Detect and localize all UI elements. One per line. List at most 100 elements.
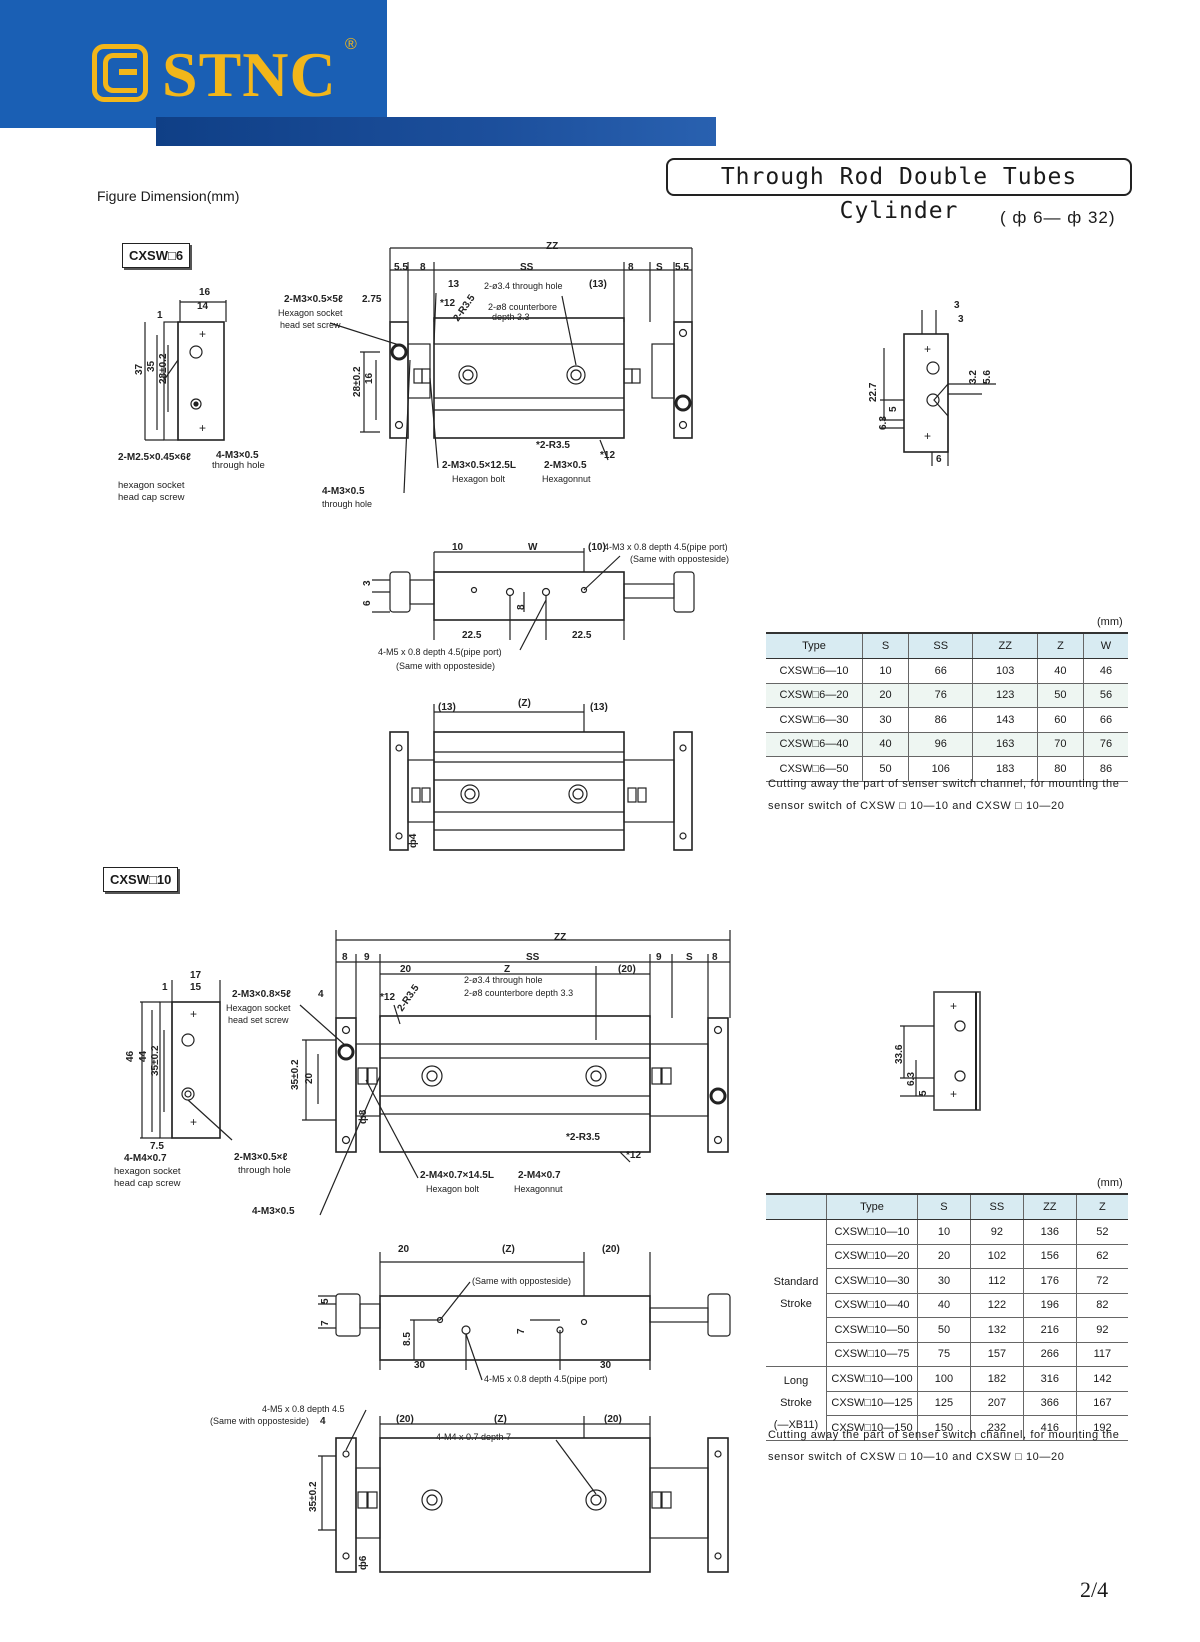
svg-text:5.5: 5.5 [394,262,408,273]
svg-text:Hexagon bolt: Hexagon bolt [452,474,506,484]
svg-text:4-M5 x 0.8 depth 4.5: 4-M5 x 0.8 depth 4.5 [262,1404,345,1414]
svg-text:(20): (20) [396,1414,414,1425]
svg-text:(Same with opposteside): (Same with opposteside) [472,1276,571,1286]
svg-text:4: 4 [320,1416,326,1427]
col-zz: ZZ [972,632,1038,659]
svg-text:28±0.2: 28±0.2 [352,366,363,397]
svg-text:20: 20 [398,1244,410,1255]
col-w: W [1082,632,1128,659]
svg-text:4-M3 x 0.8 depth 4.5(pipe port: 4-M3 x 0.8 depth 4.5(pipe port) [604,542,728,552]
svg-text:(20): (20) [604,1414,622,1425]
svg-text:SS: SS [520,262,534,273]
svg-text:4-M4×0.7: 4-M4×0.7 [124,1153,167,1164]
cxsw10-top-view [299,930,731,1216]
page-number: 2/4 [1080,1577,1109,1602]
svg-text:2-R3.5: 2-R3.5 [395,982,421,1013]
cxsw10-bottom-view [318,1409,729,1573]
svg-text:2-M4×0.7: 2-M4×0.7 [518,1170,561,1181]
svg-text:20: 20 [304,1072,315,1084]
svg-text:28±0.2: 28±0.2 [158,353,169,384]
svg-text:Hexagonnut: Hexagonnut [542,474,591,484]
svg-text:35±0.2: 35±0.2 [290,1059,301,1090]
svg-text:6: 6 [362,600,373,606]
svg-text:(20): (20) [602,1244,620,1255]
registered-mark: ® [345,36,357,53]
svg-text:S: S [656,262,663,273]
model-label-cxsw10: CXSW□10 [103,867,179,892]
svg-text:17: 17 [190,970,202,981]
svg-text:4: 4 [318,989,324,1000]
cxsw10-end-view: ++ [900,991,981,1111]
svg-text:(13): (13) [589,279,607,290]
svg-text:8: 8 [420,262,426,273]
svg-text:4-M5 x 0.8 depth 4.5(pipe port: 4-M5 x 0.8 depth 4.5(pipe port) [484,1374,608,1384]
col-type: Type [826,1193,918,1220]
cxsw6-front-view [372,548,695,651]
table2-unit: (mm) [1097,1177,1123,1189]
svg-text:3: 3 [958,314,964,325]
svg-text:35: 35 [146,360,157,372]
svg-text:Hexagon bolt: Hexagon bolt [426,1184,480,1194]
svg-text:*2-R3.5: *2-R3.5 [536,440,570,451]
svg-text:10: 10 [452,542,464,553]
svg-text:13: 13 [448,279,460,290]
table-header-row: Type S SS ZZ Z [766,1193,1128,1220]
svg-text:6: 6 [936,454,942,465]
page-subtitle: ( ф 6— ф 32) [1000,208,1116,227]
svg-text:9: 9 [656,952,662,963]
svg-text:3.2: 3.2 [968,370,979,384]
svg-text:8: 8 [712,952,718,963]
cxsw6-end-view: ++ [880,310,996,466]
svg-text:2-M2.5×0.45×6ℓ: 2-M2.5×0.45×6ℓ [118,452,191,463]
svg-text:Hexagon socket: Hexagon socket [278,308,343,318]
col-ss: SS [969,1193,1024,1220]
svg-text:16: 16 [364,372,375,384]
svg-text:14: 14 [197,301,209,312]
svg-text:+: + [190,1115,197,1129]
cxsw6-top-view [329,247,693,494]
col-z: Z [1075,1193,1128,1220]
svg-text:*12: *12 [626,1150,641,1161]
svg-text:7.5: 7.5 [150,1141,164,1152]
svg-text:2.75: 2.75 [362,294,382,305]
svg-text:2-M4×0.7×14.5L: 2-M4×0.7×14.5L [420,1170,494,1181]
col-type: Type [766,632,863,659]
svg-text:15: 15 [190,982,202,993]
svg-text:head set screw: head set screw [228,1015,289,1025]
svg-text:3: 3 [954,300,960,311]
svg-text:2-R3.5: 2-R3.5 [451,292,477,323]
svg-text:5: 5 [888,406,899,412]
svg-text:S: S [686,952,693,963]
svg-text:1: 1 [157,310,163,321]
svg-text:W: W [528,542,538,553]
svg-text:*12: *12 [380,992,395,1003]
svg-text:+: + [199,421,206,435]
svg-text:6.3: 6.3 [906,1072,917,1086]
svg-text:(20): (20) [618,964,636,975]
svg-text:(Z): (Z) [494,1414,507,1425]
svg-text:44: 44 [138,1050,149,1062]
col-group [766,1193,827,1220]
cxsw6-bottom-view [389,704,693,851]
svg-text:ф6: ф6 [357,1555,369,1570]
svg-text:2-M3×0.5: 2-M3×0.5 [544,460,587,471]
svg-text:+: + [950,999,957,1013]
svg-text:(Same with opposteside): (Same with opposteside) [210,1416,309,1426]
svg-text:5.5: 5.5 [675,262,689,273]
svg-text:Z: Z [504,964,510,975]
svg-text:SS: SS [526,952,540,963]
svg-text:5.6: 5.6 [982,370,993,384]
svg-text:Hexagon socket: Hexagon socket [226,1003,291,1013]
table2-note: Cutting away the part of senser switch c… [768,1424,1128,1468]
table2-note-line2: sensor switch of CXSW □ 10—10 and CXSW □… [768,1451,1065,1463]
svg-text:2-ø8 counterbore depth 3.3: 2-ø8 counterbore depth 3.3 [464,988,573,998]
header-bar [156,117,716,146]
